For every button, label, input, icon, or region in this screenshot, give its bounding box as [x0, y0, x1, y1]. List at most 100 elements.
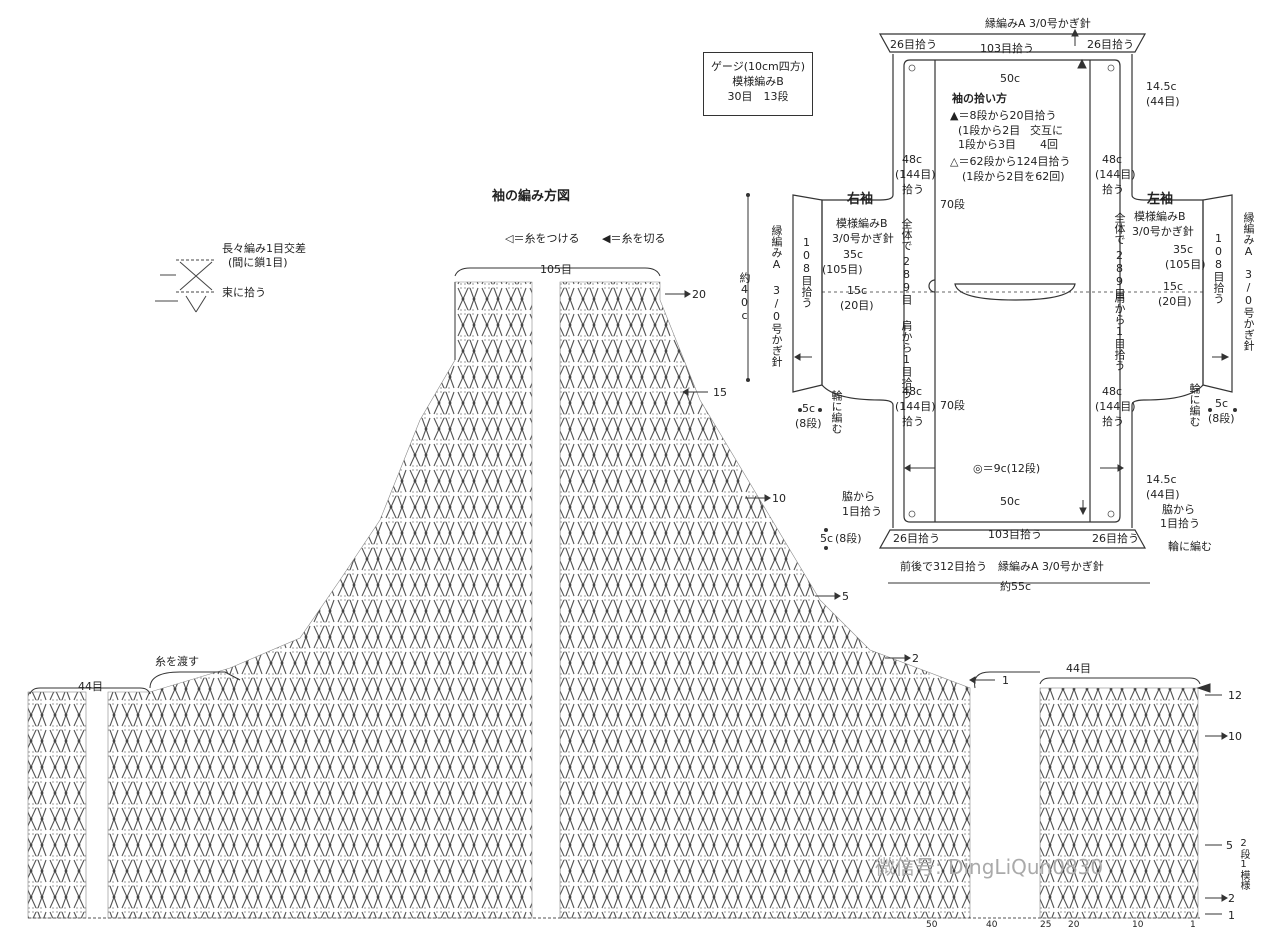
- cuff-5-right: 5c: [802, 402, 816, 415]
- hook-right: 3/0号かぎ針: [770, 284, 783, 367]
- cuff-bottom-5: 5c: [820, 532, 834, 545]
- pick108-right: 108目拾う: [800, 236, 813, 308]
- shoulder-pick-right: 肩から1目拾う: [1113, 292, 1126, 371]
- side-pick-l1: 脇から: [842, 490, 875, 503]
- right-sleeve-35: 35c: [843, 248, 864, 261]
- top-mid-pick: 103目拾う: [980, 42, 1034, 55]
- rows-70-bottom: 70段: [940, 399, 965, 412]
- cuff-8-right: (8段): [795, 417, 822, 430]
- gauge-line3: 30目 13段: [727, 90, 789, 103]
- bottom-right-pick: 26目拾う: [1092, 532, 1139, 545]
- side-hiro-tl: 拾う: [902, 183, 924, 196]
- side-pick-l2: 1目拾う: [842, 505, 882, 518]
- side-144-br: (144目): [1095, 400, 1136, 413]
- pick108-left: 108目拾う: [1212, 232, 1225, 304]
- right-sleeve-15: 15c: [847, 284, 868, 297]
- top-stitch-count: 105目: [540, 263, 572, 276]
- cuff-bottom-8: (8段): [835, 532, 862, 545]
- left-stitch-count: 44目: [78, 680, 103, 693]
- legend-cut: ◀＝糸を切る: [602, 232, 666, 245]
- total-left: 全体で: [900, 218, 913, 251]
- side-pick-r1: 脇から: [1162, 503, 1195, 516]
- side-hiro-bl: 拾う: [902, 415, 924, 428]
- side-48-tr: 48c: [1102, 153, 1123, 166]
- stitch-legend-symbol: [155, 259, 216, 313]
- gauge-line1: ゲージ(10cm四方): [710, 60, 806, 73]
- center-note: ◎＝9c(12段): [973, 462, 1041, 475]
- ring-bottom: 輪に編む: [1168, 540, 1212, 553]
- row-label-15: 15: [713, 386, 727, 399]
- pickup-3: △＝62段から124目拾う: [950, 155, 1071, 168]
- tick-25: 25: [1040, 920, 1052, 930]
- right-row-12: 12: [1228, 689, 1242, 702]
- row-label-1: 1: [1002, 674, 1009, 687]
- pickup-2d: 4回: [1040, 138, 1058, 151]
- tick-1: 1: [1190, 920, 1196, 930]
- right-row-5: 5: [1226, 839, 1233, 852]
- pickup-2c: 交互に: [1030, 124, 1063, 137]
- side-144-tr: (144目): [1095, 168, 1136, 181]
- width-top: 50c: [1000, 72, 1021, 85]
- top-left-pick: 26目拾う: [890, 38, 937, 51]
- pickup-2a: (1段から2目: [958, 124, 1021, 137]
- height-label: 約40c: [738, 272, 751, 322]
- carry-yarn-label: 糸を渡す: [155, 655, 199, 668]
- side-pick-r2: 1目拾う: [1160, 517, 1200, 530]
- total-n-right: 289目: [1113, 249, 1126, 299]
- right-sleeve-105: (105目): [822, 263, 863, 276]
- left-sleeve-15: 15c: [1163, 280, 1184, 293]
- gauge-line2: 模様編みB: [732, 75, 784, 88]
- right-row-10: 10: [1228, 730, 1242, 743]
- pickup-title: 袖の拾い方: [952, 92, 1007, 105]
- left-sleeve-20: (20目): [1158, 295, 1192, 308]
- bottom-band: 前後で312目拾う 縁編みA 3/0号かぎ針: [900, 560, 1104, 573]
- top-band-label: 縁編みA 3/0号かぎ針: [985, 17, 1091, 30]
- tick-10: 10: [1132, 920, 1144, 930]
- tick-50: 50: [926, 920, 938, 930]
- top-right-pick: 26目拾う: [1087, 38, 1134, 51]
- left-sleeve-hook: 3/0号かぎ針: [1132, 225, 1194, 238]
- legend-stitch2: 束に拾う: [222, 286, 266, 299]
- chart-left-body: [107, 281, 533, 919]
- total-right: 全体で: [1113, 212, 1126, 245]
- left-sleeve-title: 左袖: [1147, 192, 1174, 207]
- legend-stitch1-l2: (間に鎖1目): [228, 256, 288, 269]
- gauge-box: ゲージ(10cm四方) 模様編みB 30目 13段: [703, 52, 813, 116]
- cuff-5-left: 5c: [1215, 397, 1229, 410]
- pickup-4: (1段から2目を62回): [962, 170, 1065, 183]
- left-sleeve-35: 35c: [1173, 243, 1194, 256]
- body-schematic: [792, 33, 1233, 549]
- pickup-2b: 1段から3目: [958, 138, 1016, 151]
- row-arrows: [665, 290, 1228, 915]
- rows-70-top: 70段: [940, 198, 965, 211]
- edge-a-left: 縁編みA: [1242, 212, 1255, 258]
- legend-stitch1-l1: 長々編み1目交差: [222, 242, 306, 255]
- edge-a-right: 縁編みA: [770, 225, 783, 271]
- side-144-bl: (144目): [895, 400, 936, 413]
- bottom-left-pick: 26目拾う: [893, 532, 940, 545]
- side-hiro-tr: 拾う: [1102, 183, 1124, 196]
- left-sleeve-pattern: 模様編みB: [1134, 210, 1186, 223]
- right-stitch-count: 44目: [1066, 662, 1091, 675]
- side-144-tl: (144目): [895, 168, 936, 181]
- legend-attach: ◁＝糸をつける: [505, 232, 580, 245]
- right-sleeve-hook: 3/0号かぎ針: [832, 232, 894, 245]
- right-sleeve-20: (20目): [840, 299, 874, 312]
- shoulder-b: 14.5c: [1146, 473, 1177, 486]
- side-48-bl: 48c: [902, 385, 923, 398]
- width-bottom: 50c: [1000, 495, 1021, 508]
- right-row-2: 2: [1228, 892, 1235, 905]
- row-label-5: 5: [842, 590, 849, 603]
- shoulder-b2: (44目): [1146, 488, 1180, 501]
- tick-20: 20: [1068, 920, 1080, 930]
- chart-title: 袖の編み方図: [492, 189, 571, 204]
- ring-right: 輪に編む: [830, 390, 843, 434]
- pattern-note: 2段1模様: [1238, 838, 1249, 890]
- side-48-tl: 48c: [902, 153, 923, 166]
- side-hiro-br: 拾う: [1102, 415, 1124, 428]
- shoulder-pick-left: 肩から1目拾う: [900, 320, 913, 399]
- row-label-10: 10: [772, 492, 786, 505]
- left-sleeve-105: (105目): [1165, 258, 1206, 271]
- row-label-20: 20: [692, 288, 706, 301]
